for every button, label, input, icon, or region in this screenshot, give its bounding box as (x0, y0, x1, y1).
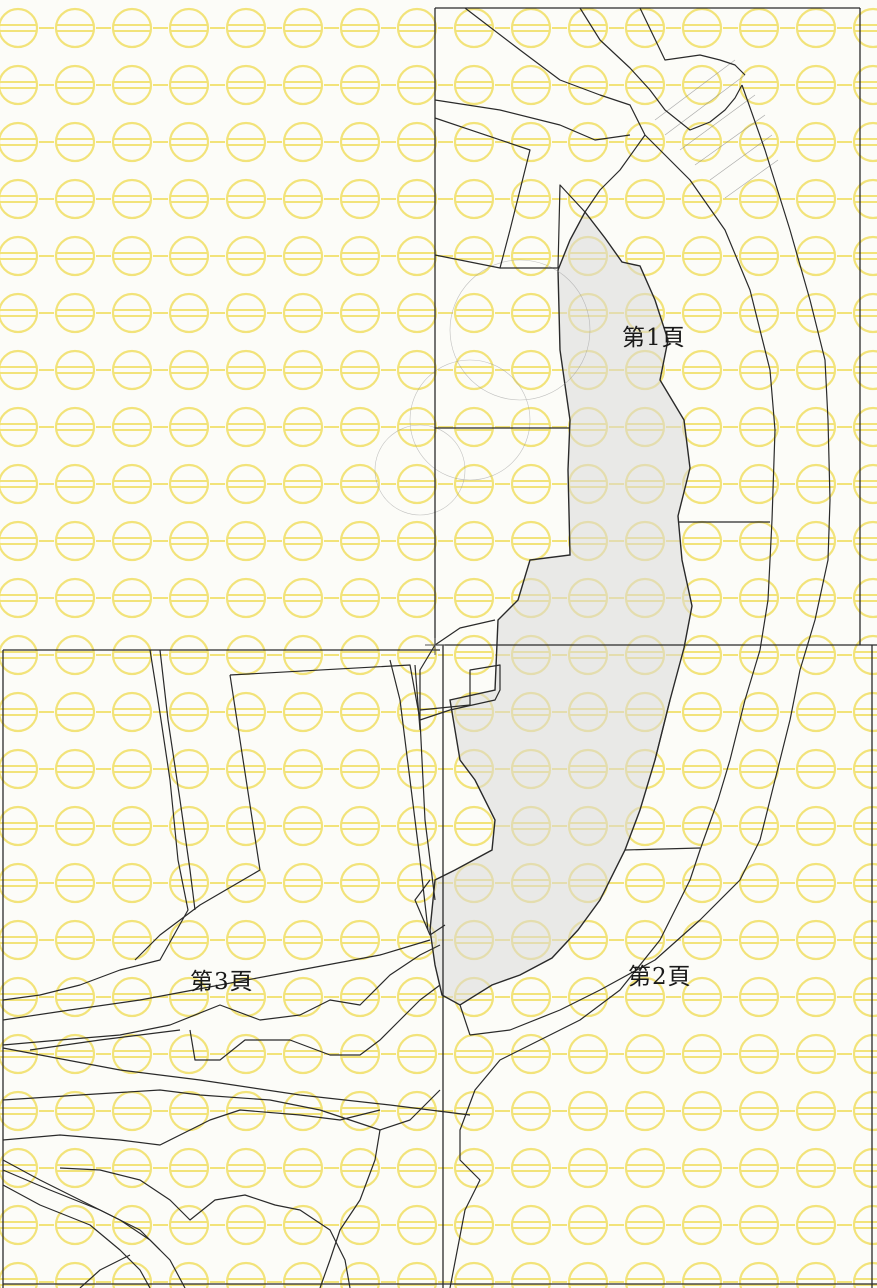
page-label-1: 第1頁 (622, 325, 686, 351)
hatched-area (654, 59, 779, 199)
page-label-3: 第3頁 (190, 969, 254, 995)
parcel-boundaries (2, 7, 831, 1288)
page-label-2: 第2頁 (628, 964, 692, 990)
grid-ticks (425, 638, 445, 655)
faint-survey-circles (374, 259, 591, 516)
